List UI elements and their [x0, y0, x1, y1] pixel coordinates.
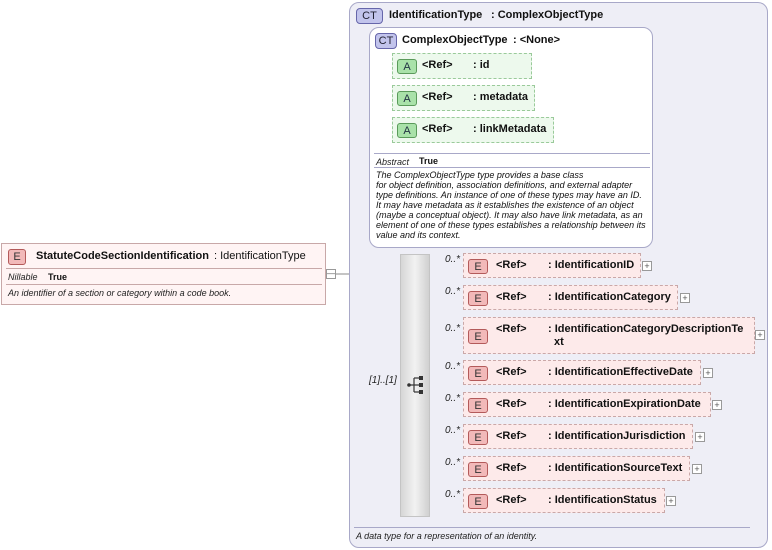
- divider: [6, 268, 322, 269]
- description-line: element of one of these types establishe…: [376, 220, 646, 230]
- element-name: : IdentificationID: [548, 259, 635, 271]
- element-badge: E: [8, 249, 26, 265]
- expand-button[interactable]: +: [695, 432, 705, 442]
- element-name: : IdentificationExpirationDate: [548, 398, 701, 410]
- description-line: The ComplexObjectType type provides a ba…: [376, 170, 584, 180]
- attribute-name: : linkMetadata: [473, 123, 547, 135]
- expand-button[interactable]: +: [680, 293, 690, 303]
- element-identification-source-text[interactable]: E <Ref> : IdentificationSourceText: [463, 456, 690, 481]
- description-line: type definitions. An instance of one of …: [376, 190, 642, 200]
- element-ref: <Ref>: [496, 323, 527, 335]
- element-ref: <Ref>: [496, 494, 527, 506]
- attribute-name: : metadata: [473, 91, 529, 103]
- element-name: : IdentificationEffectiveDate: [548, 366, 693, 378]
- element-cardinality: 0..*: [445, 393, 461, 404]
- description-line: (maybe a conceptual object). It may also…: [376, 210, 643, 220]
- nillable-value: True: [48, 272, 68, 282]
- element-cardinality: 0..*: [445, 361, 461, 372]
- attribute-metadata[interactable]: A <Ref> : metadata: [392, 85, 535, 111]
- sequence-compositor[interactable]: [400, 254, 430, 517]
- expand-button[interactable]: +: [666, 496, 676, 506]
- expand-button[interactable]: +: [703, 368, 713, 378]
- sequence-cardinality: [1]..[1]: [369, 375, 397, 386]
- attribute-name: : id: [473, 59, 490, 71]
- inner-type-description: The ComplexObjectType type provides a ba…: [376, 170, 650, 240]
- divider: [6, 284, 322, 285]
- element-cardinality: 0..*: [445, 323, 461, 334]
- divider: [374, 167, 650, 168]
- element-identification-id[interactable]: E <Ref> : IdentificationID: [463, 253, 641, 278]
- attribute-ref: <Ref>: [422, 59, 453, 71]
- main-element-box[interactable]: E StatuteCodeSectionIdentification : Ide…: [1, 243, 326, 305]
- attribute-badge: A: [397, 91, 417, 106]
- description-line: It may have metadata as it establishes t…: [376, 200, 634, 210]
- element-ref: <Ref>: [496, 291, 527, 303]
- complex-type-badge: CT: [356, 8, 383, 24]
- inner-type-name: ComplexObjectType: [402, 34, 508, 46]
- description-line: for object definition, association defin…: [376, 180, 633, 190]
- element-badge: E: [468, 430, 488, 445]
- attribute-badge: A: [397, 59, 417, 74]
- element-cardinality: 0..*: [445, 457, 461, 468]
- element-badge: E: [468, 259, 488, 274]
- element-ref: <Ref>: [496, 398, 527, 410]
- element-ref: <Ref>: [496, 462, 527, 474]
- element-badge: E: [468, 291, 488, 306]
- element-ref: <Ref>: [496, 259, 527, 271]
- element-badge: E: [468, 366, 488, 381]
- outer-type-base: : ComplexObjectType: [491, 9, 604, 21]
- element-name: : IdentificationJurisdiction: [548, 430, 686, 442]
- element-cardinality: 0..*: [445, 286, 461, 297]
- attribute-ref: <Ref>: [422, 91, 453, 103]
- attribute-badge: A: [397, 123, 417, 138]
- element-identification-jurisdiction[interactable]: E <Ref> : IdentificationJurisdiction: [463, 424, 693, 449]
- element-name-continued: xt: [554, 336, 564, 348]
- element-name: : IdentificationCategoryDescriptionTe: [548, 323, 744, 335]
- element-name: : IdentificationSourceText: [548, 462, 683, 474]
- element-badge: E: [468, 398, 488, 413]
- expand-button[interactable]: +: [692, 464, 702, 474]
- divider: [374, 153, 650, 154]
- main-element-description: An identifier of a section or category w…: [8, 288, 232, 298]
- element-ref: <Ref>: [496, 430, 527, 442]
- element-name: : IdentificationCategory: [548, 291, 671, 303]
- element-badge: E: [468, 494, 488, 509]
- element-cardinality: 0..*: [445, 254, 461, 265]
- description-line: value and its context.: [376, 230, 461, 240]
- expand-button[interactable]: +: [642, 261, 652, 271]
- complex-type-badge: CT: [375, 33, 397, 49]
- expand-button[interactable]: +: [755, 330, 765, 340]
- abstract-label: Abstract: [376, 157, 410, 167]
- divider: [354, 527, 750, 528]
- element-cardinality: 0..*: [445, 489, 461, 500]
- element-identification-effective-date[interactable]: E <Ref> : IdentificationEffectiveDate: [463, 360, 701, 385]
- attribute-link-metadata[interactable]: A <Ref> : linkMetadata: [392, 117, 554, 143]
- element-cardinality: 0..*: [445, 425, 461, 436]
- attribute-id[interactable]: A <Ref> : id: [392, 53, 532, 79]
- expand-button[interactable]: +: [712, 400, 722, 410]
- attribute-ref: <Ref>: [422, 123, 453, 135]
- main-element-name: StatuteCodeSectionIdentification: [36, 250, 209, 262]
- element-name: : IdentificationStatus: [548, 494, 657, 506]
- element-identification-expiration-date[interactable]: E <Ref> : IdentificationExpirationDate: [463, 392, 711, 417]
- abstract-value: True: [419, 156, 439, 166]
- inner-type-base: : <None>: [513, 34, 561, 46]
- main-element-type: : IdentificationType: [214, 250, 306, 262]
- sequence-icon: [407, 376, 423, 394]
- nillable-label: Nillable: [8, 272, 38, 282]
- outer-type-description: A data type for a representation of an i…: [356, 531, 538, 541]
- element-badge: E: [468, 329, 488, 344]
- element-identification-category[interactable]: E <Ref> : IdentificationCategory: [463, 285, 678, 310]
- outer-type-name: IdentificationType: [389, 9, 483, 21]
- element-identification-status[interactable]: E <Ref> : IdentificationStatus: [463, 488, 665, 513]
- element-ref: <Ref>: [496, 366, 527, 378]
- element-identification-category-description-text[interactable]: E <Ref> : IdentificationCategoryDescript…: [463, 317, 755, 354]
- collapse-toggle[interactable]: —: [326, 269, 336, 279]
- element-badge: E: [468, 462, 488, 477]
